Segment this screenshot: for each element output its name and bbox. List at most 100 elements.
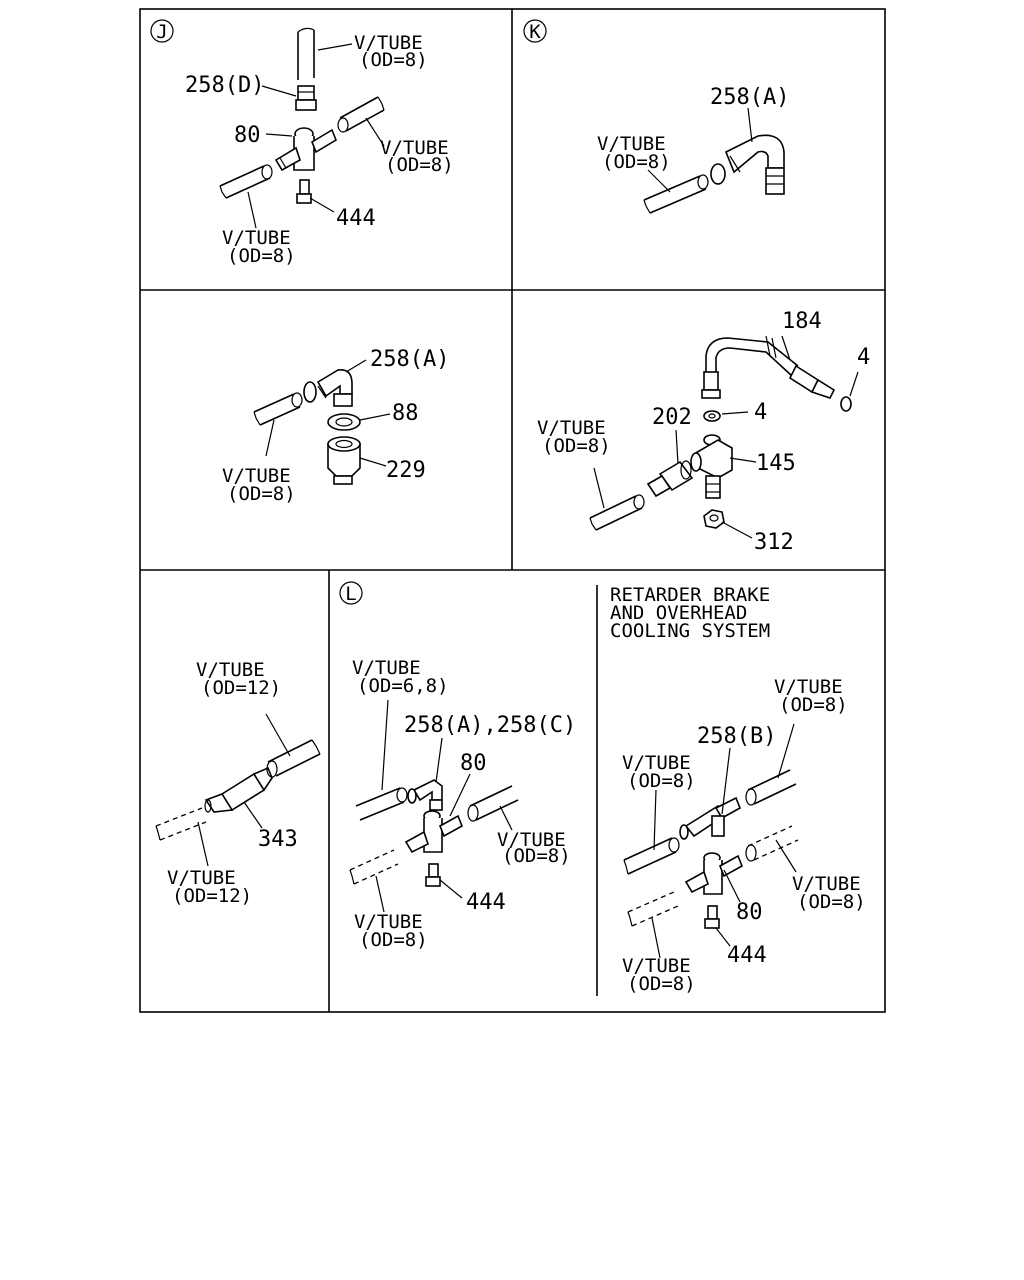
- callout-label: 4: [754, 400, 767, 425]
- panel-elbow-washer-nut: 258(A) 88 229 V/TUBE (OD=8): [222, 347, 449, 505]
- callout-label: 80: [234, 123, 261, 148]
- callout-label: V/TUBE: [537, 417, 606, 439]
- elbow-connector-258a: [303, 368, 353, 407]
- tee-fitting-80: [404, 810, 464, 854]
- callout-label: (OD=8): [227, 483, 296, 505]
- adapter-229: [327, 436, 361, 485]
- panel-marker-j: J: [150, 19, 174, 43]
- vacuum-tube-left: [219, 164, 273, 199]
- callout-label: 229: [386, 458, 426, 483]
- callout-label: (OD=8): [359, 929, 428, 951]
- vacuum-tube-upper-left: [355, 787, 408, 821]
- panel-k: K 258(A) V/TUBE (OD=8): [523, 19, 789, 214]
- callout-label: (OD=8): [385, 154, 454, 176]
- callout-label: V/TUBE: [622, 752, 691, 774]
- callout-label: 88: [392, 401, 419, 426]
- vacuum-tube-right: [337, 96, 385, 133]
- bolt-444: [704, 905, 720, 929]
- elbow-connector-258ac: [407, 779, 443, 811]
- callout-label: 258(A),258(C): [404, 713, 576, 738]
- callout-label: (OD=8): [627, 770, 696, 792]
- tee-fitting-80: [684, 852, 744, 895]
- callout-label: V/TUBE: [622, 955, 691, 977]
- vacuum-tube-top-right: [745, 769, 797, 806]
- panel-retarder-brake: RETARDER BRAKE AND OVERHEAD COOLING SYST…: [610, 584, 866, 995]
- callout-label: V/TUBE: [167, 867, 236, 889]
- callout-label: (OD=8): [542, 435, 611, 457]
- callout-label: V/TUBE: [354, 911, 423, 933]
- vacuum-tube-lower-left: [349, 849, 399, 885]
- callout-label: (OD=8): [359, 49, 428, 71]
- callout-label: 312: [754, 530, 794, 555]
- panel-title-line-1: RETARDER BRAKE: [610, 584, 770, 606]
- callout-label: (OD=6,8): [357, 675, 449, 697]
- callout-label: V/TUBE: [497, 829, 566, 851]
- tee-fitting-258b: [679, 796, 742, 840]
- callout-label: (OD=8): [227, 245, 296, 267]
- callout-label: 202: [652, 405, 692, 430]
- panel-title-line-3: COOLING SYSTEM: [610, 620, 770, 642]
- callout-label: (OD=8): [797, 891, 866, 913]
- vacuum-tube: [643, 174, 709, 214]
- connector-202: [646, 460, 694, 498]
- callout-label: (OD=12): [172, 885, 252, 907]
- callout-label: K: [529, 21, 541, 43]
- panel-grid: [139, 8, 886, 1013]
- vacuum-tube-left: [155, 807, 207, 841]
- panel-marker-k: K: [523, 19, 547, 43]
- vacuum-tube-right: [266, 739, 321, 778]
- callout-label: 80: [736, 900, 763, 925]
- callout-label: 444: [727, 943, 767, 968]
- callout-label: 444: [466, 890, 506, 915]
- callout-label: 258(A): [370, 347, 449, 372]
- callout-label: 444: [336, 206, 376, 231]
- vacuum-tube-top-left: [623, 837, 680, 875]
- callout-label: V/TUBE: [774, 676, 843, 698]
- vacuum-tube: [253, 392, 303, 426]
- vacuum-tube-right: [467, 785, 519, 822]
- callout-label: V/TUBE: [196, 659, 265, 681]
- washer-4: [840, 396, 852, 412]
- callout-label: V/TUBE: [222, 227, 291, 249]
- hose-184: [701, 335, 836, 399]
- vacuum-tube: [589, 494, 645, 531]
- vacuum-tube-bottom: [627, 891, 679, 927]
- connector-258d: [295, 85, 317, 111]
- panel-hose-tee: 184 4 4 202 145 V/TUBE (OD=8) 312: [537, 309, 870, 555]
- callout-label: 80: [460, 751, 487, 776]
- bolt-444: [296, 179, 312, 204]
- callout-label: V/TUBE: [380, 137, 449, 159]
- callout-label: (OD=8): [502, 845, 571, 867]
- callout-label: (OD=8): [602, 151, 671, 173]
- callout-label: (OD=12): [201, 677, 281, 699]
- callout-label: 258(B): [697, 724, 776, 749]
- callout-label: V/TUBE: [352, 657, 421, 679]
- callout-label: L: [345, 583, 356, 605]
- callout-label: (OD=8): [627, 973, 696, 995]
- callout-label: 343: [258, 827, 298, 852]
- callout-label: V/TUBE: [597, 133, 666, 155]
- callout-label: 4: [857, 345, 870, 370]
- tee-fitting-80: [274, 127, 337, 172]
- panel-marker-l: L: [339, 581, 363, 605]
- washer-88: [327, 413, 361, 431]
- callout-label: 184: [782, 309, 822, 334]
- panel-title-line-2: AND OVERHEAD: [610, 602, 747, 624]
- callout-label: V/TUBE: [792, 873, 861, 895]
- elbow-connector-258a: [710, 134, 785, 195]
- callout-label: J: [156, 21, 167, 43]
- nut-312: [703, 509, 725, 529]
- callout-label: 258(A): [710, 85, 789, 110]
- callout-label: (OD=8): [779, 694, 848, 716]
- panel-l: L: [339, 581, 576, 951]
- vacuum-tube-mid-right: [745, 825, 799, 862]
- panel-joint-343: V/TUBE (OD=12) 343 V/TUBE (OD=12): [155, 659, 321, 907]
- vacuum-tube-vertical: [297, 27, 315, 80]
- bolt-444: [425, 863, 441, 887]
- callout-label: V/TUBE: [354, 32, 423, 54]
- callout-label: V/TUBE: [222, 465, 291, 487]
- tube-joint-343: [204, 766, 273, 813]
- tee-fitting-145: [690, 434, 733, 499]
- callout-label: 258(D): [185, 73, 264, 98]
